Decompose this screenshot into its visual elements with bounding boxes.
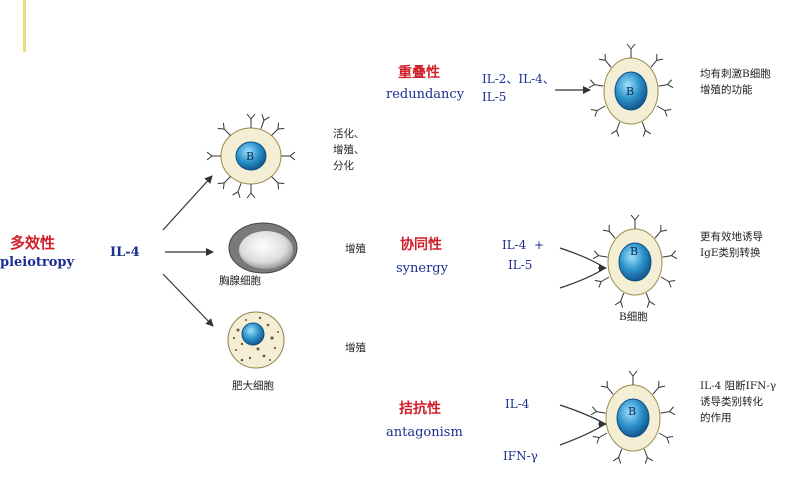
b-cell-effect: 活化、 增殖、 分化 <box>333 128 365 172</box>
pleiotropy-cytokine: IL-4 <box>110 245 140 260</box>
synergy-cytokines-line2: IL-5 <box>508 258 533 272</box>
antagonism-description: IL-4 阻断IFN-γ 诱导类别转化 的作用 <box>700 380 777 424</box>
mast-cell <box>227 311 285 369</box>
arrow-to-b-cell <box>162 175 213 231</box>
b-label-synergy: B <box>630 245 639 258</box>
redundancy-cytokines-line2: IL-5 <box>482 90 507 104</box>
synergy-description: 更有效地诱导 IgE类别转换 <box>700 231 763 259</box>
b-label-pleiotropy: B <box>246 150 255 163</box>
thymocyte-cell <box>228 222 298 274</box>
synergy-title-cn: 协同性 <box>400 237 442 253</box>
b-cell-redundancy <box>588 43 674 138</box>
antagonism-title-en: antagonism <box>386 425 463 440</box>
arrow-to-mast-cell <box>162 273 214 327</box>
redundancy-title-en: redundancy <box>386 87 465 102</box>
mast-cell-label: 肥大细胞 <box>232 380 274 392</box>
thymocyte-label: 胸腺细胞 <box>219 275 261 287</box>
b-cell-synergy <box>592 214 678 309</box>
redundancy-description: 均有刺激B细胞 增殖的功能 <box>700 68 771 96</box>
antagonism-title-cn: 拮抗性 <box>399 401 441 417</box>
pleiotropy-title-en: pleiotropy <box>0 255 75 270</box>
antagonism-cytokine-a: IL-4 <box>505 397 530 411</box>
b-cell-antagonism <box>590 370 676 465</box>
slide-accent-bar <box>23 0 26 52</box>
b-label-antagonism: B <box>628 405 637 418</box>
synergy-cell-caption: B细胞 <box>619 311 648 323</box>
synergy-cytokines-line1: IL-4 + <box>502 238 545 252</box>
pleiotropy-title-cn: 多效性 <box>10 234 56 252</box>
mast-cell-effect: 增殖 <box>345 342 366 354</box>
b-cell-pleiotropy <box>206 113 296 199</box>
redundancy-cytokines-line1: IL-2、IL-4、 <box>482 72 555 86</box>
b-label-redundancy: B <box>626 85 635 98</box>
antagonism-cytokine-b: IFN-γ <box>503 449 538 463</box>
thymocyte-effect: 增殖 <box>345 243 366 255</box>
synergy-title-en: synergy <box>396 261 448 276</box>
redundancy-title-cn: 重叠性 <box>398 65 440 81</box>
